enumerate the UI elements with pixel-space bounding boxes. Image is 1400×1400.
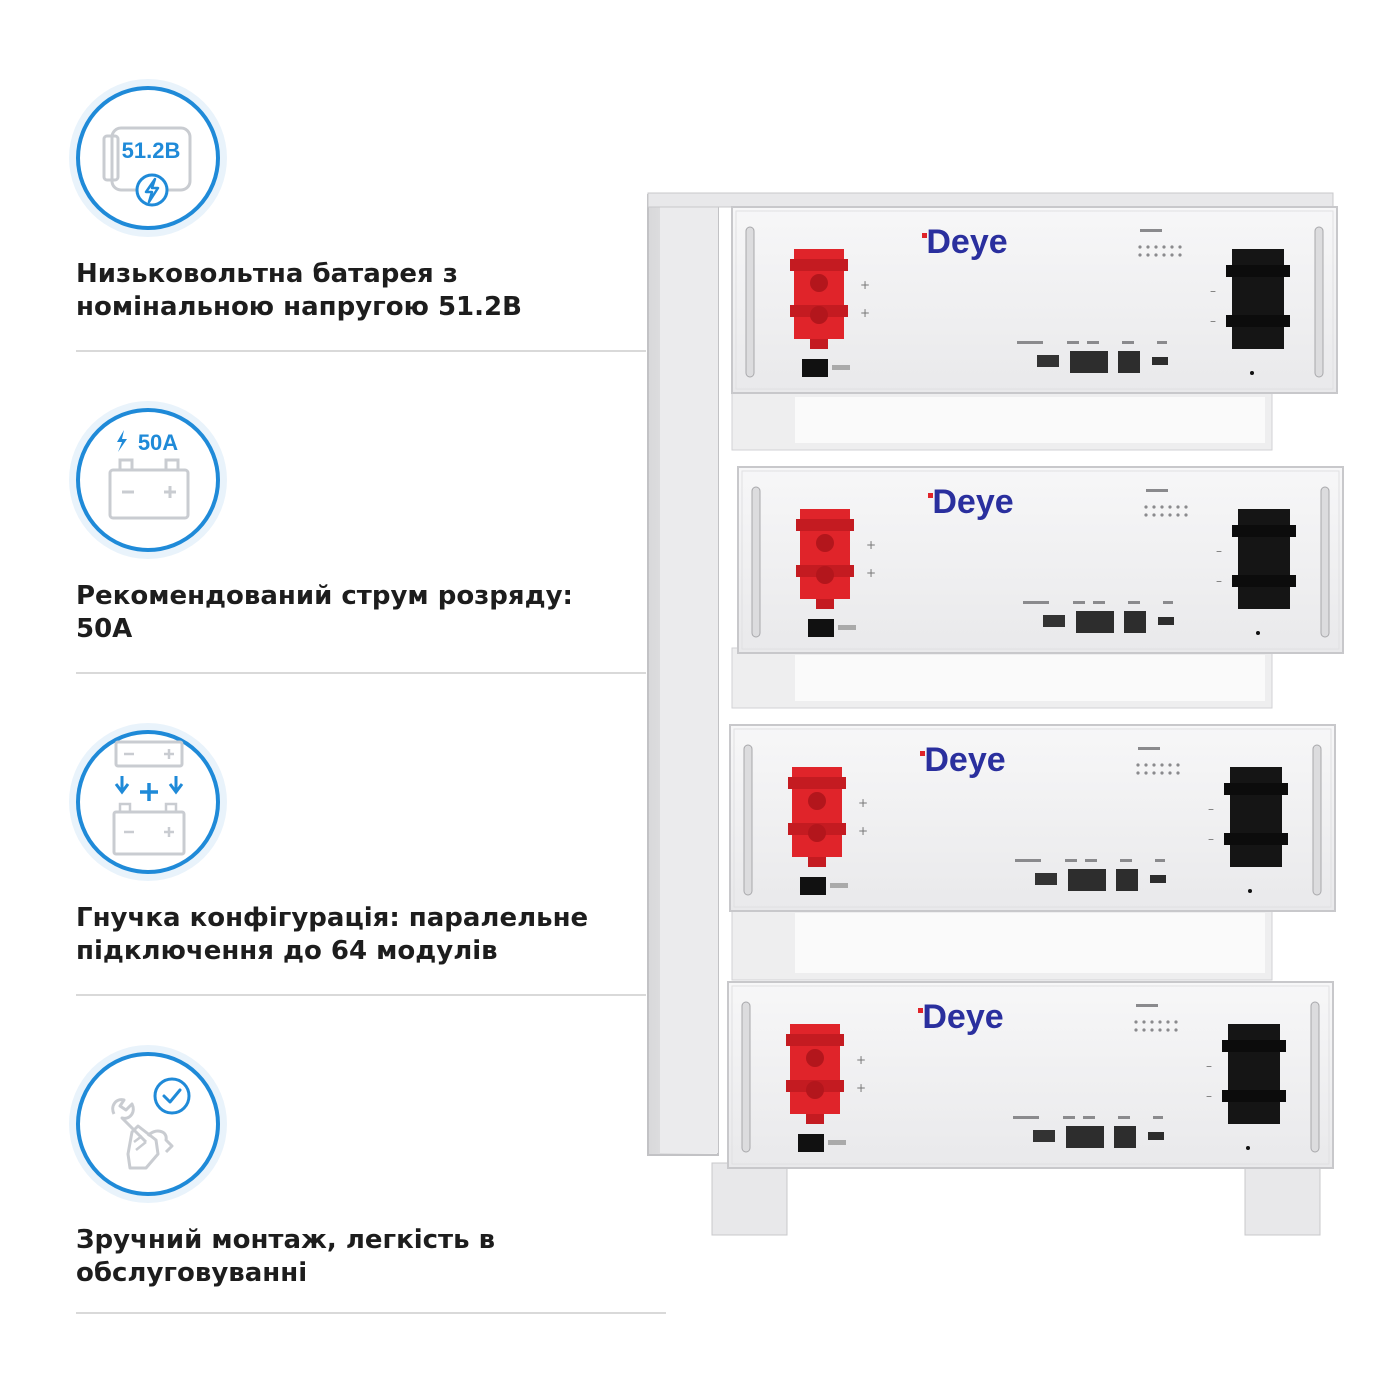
feature-text-line1: Гнучка конфігурація: паралельне — [76, 903, 589, 933]
divider — [76, 994, 646, 996]
feature-text-line1: Низьковольтна батарея з — [76, 259, 458, 289]
feature-text: Гнучка конфігурація: паралельне підключе… — [76, 902, 588, 968]
feature-text: Низьковольтна батарея з номінальною напр… — [76, 258, 522, 324]
feature-text: Рекомендований струм розряду: 50A — [76, 580, 573, 646]
feature-text-line2: обслуговуванні — [76, 1258, 308, 1288]
divider — [76, 672, 646, 674]
battery-rack-image: + + – – — [647, 192, 1344, 1236]
feature-text-line2: 50A — [76, 614, 133, 644]
feature-text-line1: Зручний монтаж, легкість в — [76, 1225, 496, 1255]
divider — [76, 350, 646, 352]
feature-text: Зручний монтаж, легкість в обслуговуванн… — [76, 1224, 495, 1290]
battery-current-icon: 50A — [76, 408, 220, 552]
battery-voltage-icon: 51.2В — [76, 86, 220, 230]
feature-text-line2: підключення до 64 модулів — [76, 936, 498, 966]
brand-logo: Deye — [932, 483, 1013, 521]
parallel-connection-icon — [76, 730, 220, 874]
divider — [76, 1312, 666, 1314]
voltage-badge: 51.2В — [122, 138, 181, 163]
current-badge: 50A — [138, 430, 178, 455]
brand-logo: Deye — [924, 741, 1005, 779]
brand-logo: Deye — [926, 223, 1007, 261]
brand-logo: Deye — [922, 998, 1003, 1036]
easy-maintenance-icon — [76, 1052, 220, 1196]
feature-text-line2: номінальною напругою 51.2В — [76, 292, 522, 322]
feature-text-line1: Рекомендований струм розряду: — [76, 581, 573, 611]
